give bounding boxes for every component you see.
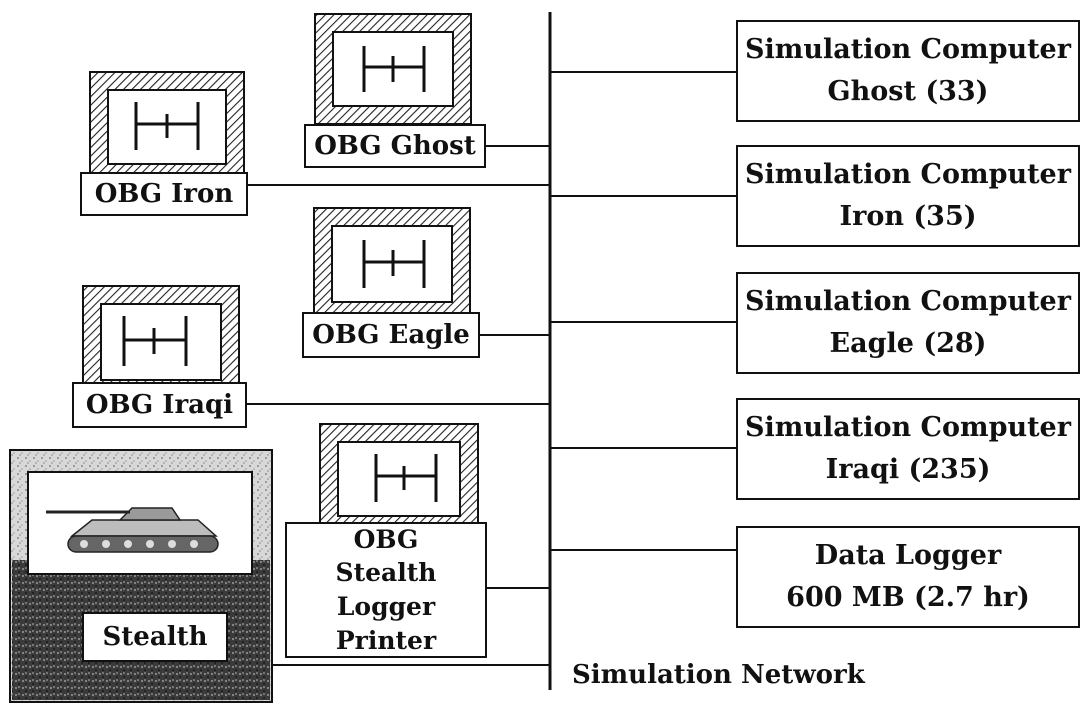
sim-computer-title: Simulation Computer [745, 286, 1071, 318]
tank-icon [46, 507, 219, 553]
obg-stealth-logger-printer-label: OBG Stealth Logger Printer [285, 522, 487, 658]
monitor-icon [319, 423, 479, 535]
data-logger-capacity: 600 MB (2.7 hr) [786, 582, 1030, 613]
obg-iron-label: OBG Iron [80, 172, 248, 216]
sim-computer-eagle: Simulation Computer Eagle (28) [736, 272, 1080, 374]
network-label: Simulation Network [572, 660, 865, 690]
monitor-icon [82, 285, 240, 399]
sim-computer-title: Simulation Computer [745, 412, 1071, 444]
monitor-icon [313, 207, 471, 321]
sim-computer-title: Simulation Computer [745, 159, 1071, 191]
sim-computer-ghost: Simulation Computer Ghost (33) [736, 20, 1080, 122]
stealth-station [9, 449, 273, 703]
data-logger: Data Logger 600 MB (2.7 hr) [736, 526, 1080, 628]
sim-computer-iron: Simulation Computer Iron (35) [736, 145, 1080, 247]
obg-iraqi-label: OBG Iraqi [72, 382, 247, 428]
obg-stealth-logger-line1: OBG [353, 524, 419, 554]
obg-stealth-logger-line2: Stealth Logger [335, 558, 437, 621]
monitor-icon [89, 71, 245, 183]
obg-stealth-logger-line3: Printer [335, 625, 437, 655]
sim-computer-name: Iron (35) [839, 201, 977, 232]
sim-computer-name: Eagle (28) [829, 328, 987, 359]
data-logger-title: Data Logger [814, 540, 1002, 572]
sim-computer-iraqi: Simulation Computer Iraqi (235) [736, 398, 1080, 500]
obg-eagle-label: OBG Eagle [302, 312, 480, 358]
sim-computer-title: Simulation Computer [745, 34, 1071, 66]
sim-computer-name: Ghost (33) [827, 76, 989, 107]
sim-computer-name: Iraqi (235) [825, 454, 991, 485]
monitor-icon [314, 13, 472, 125]
obg-ghost-label: OBG Ghost [304, 124, 486, 168]
stealth-label: Stealth [82, 612, 228, 662]
